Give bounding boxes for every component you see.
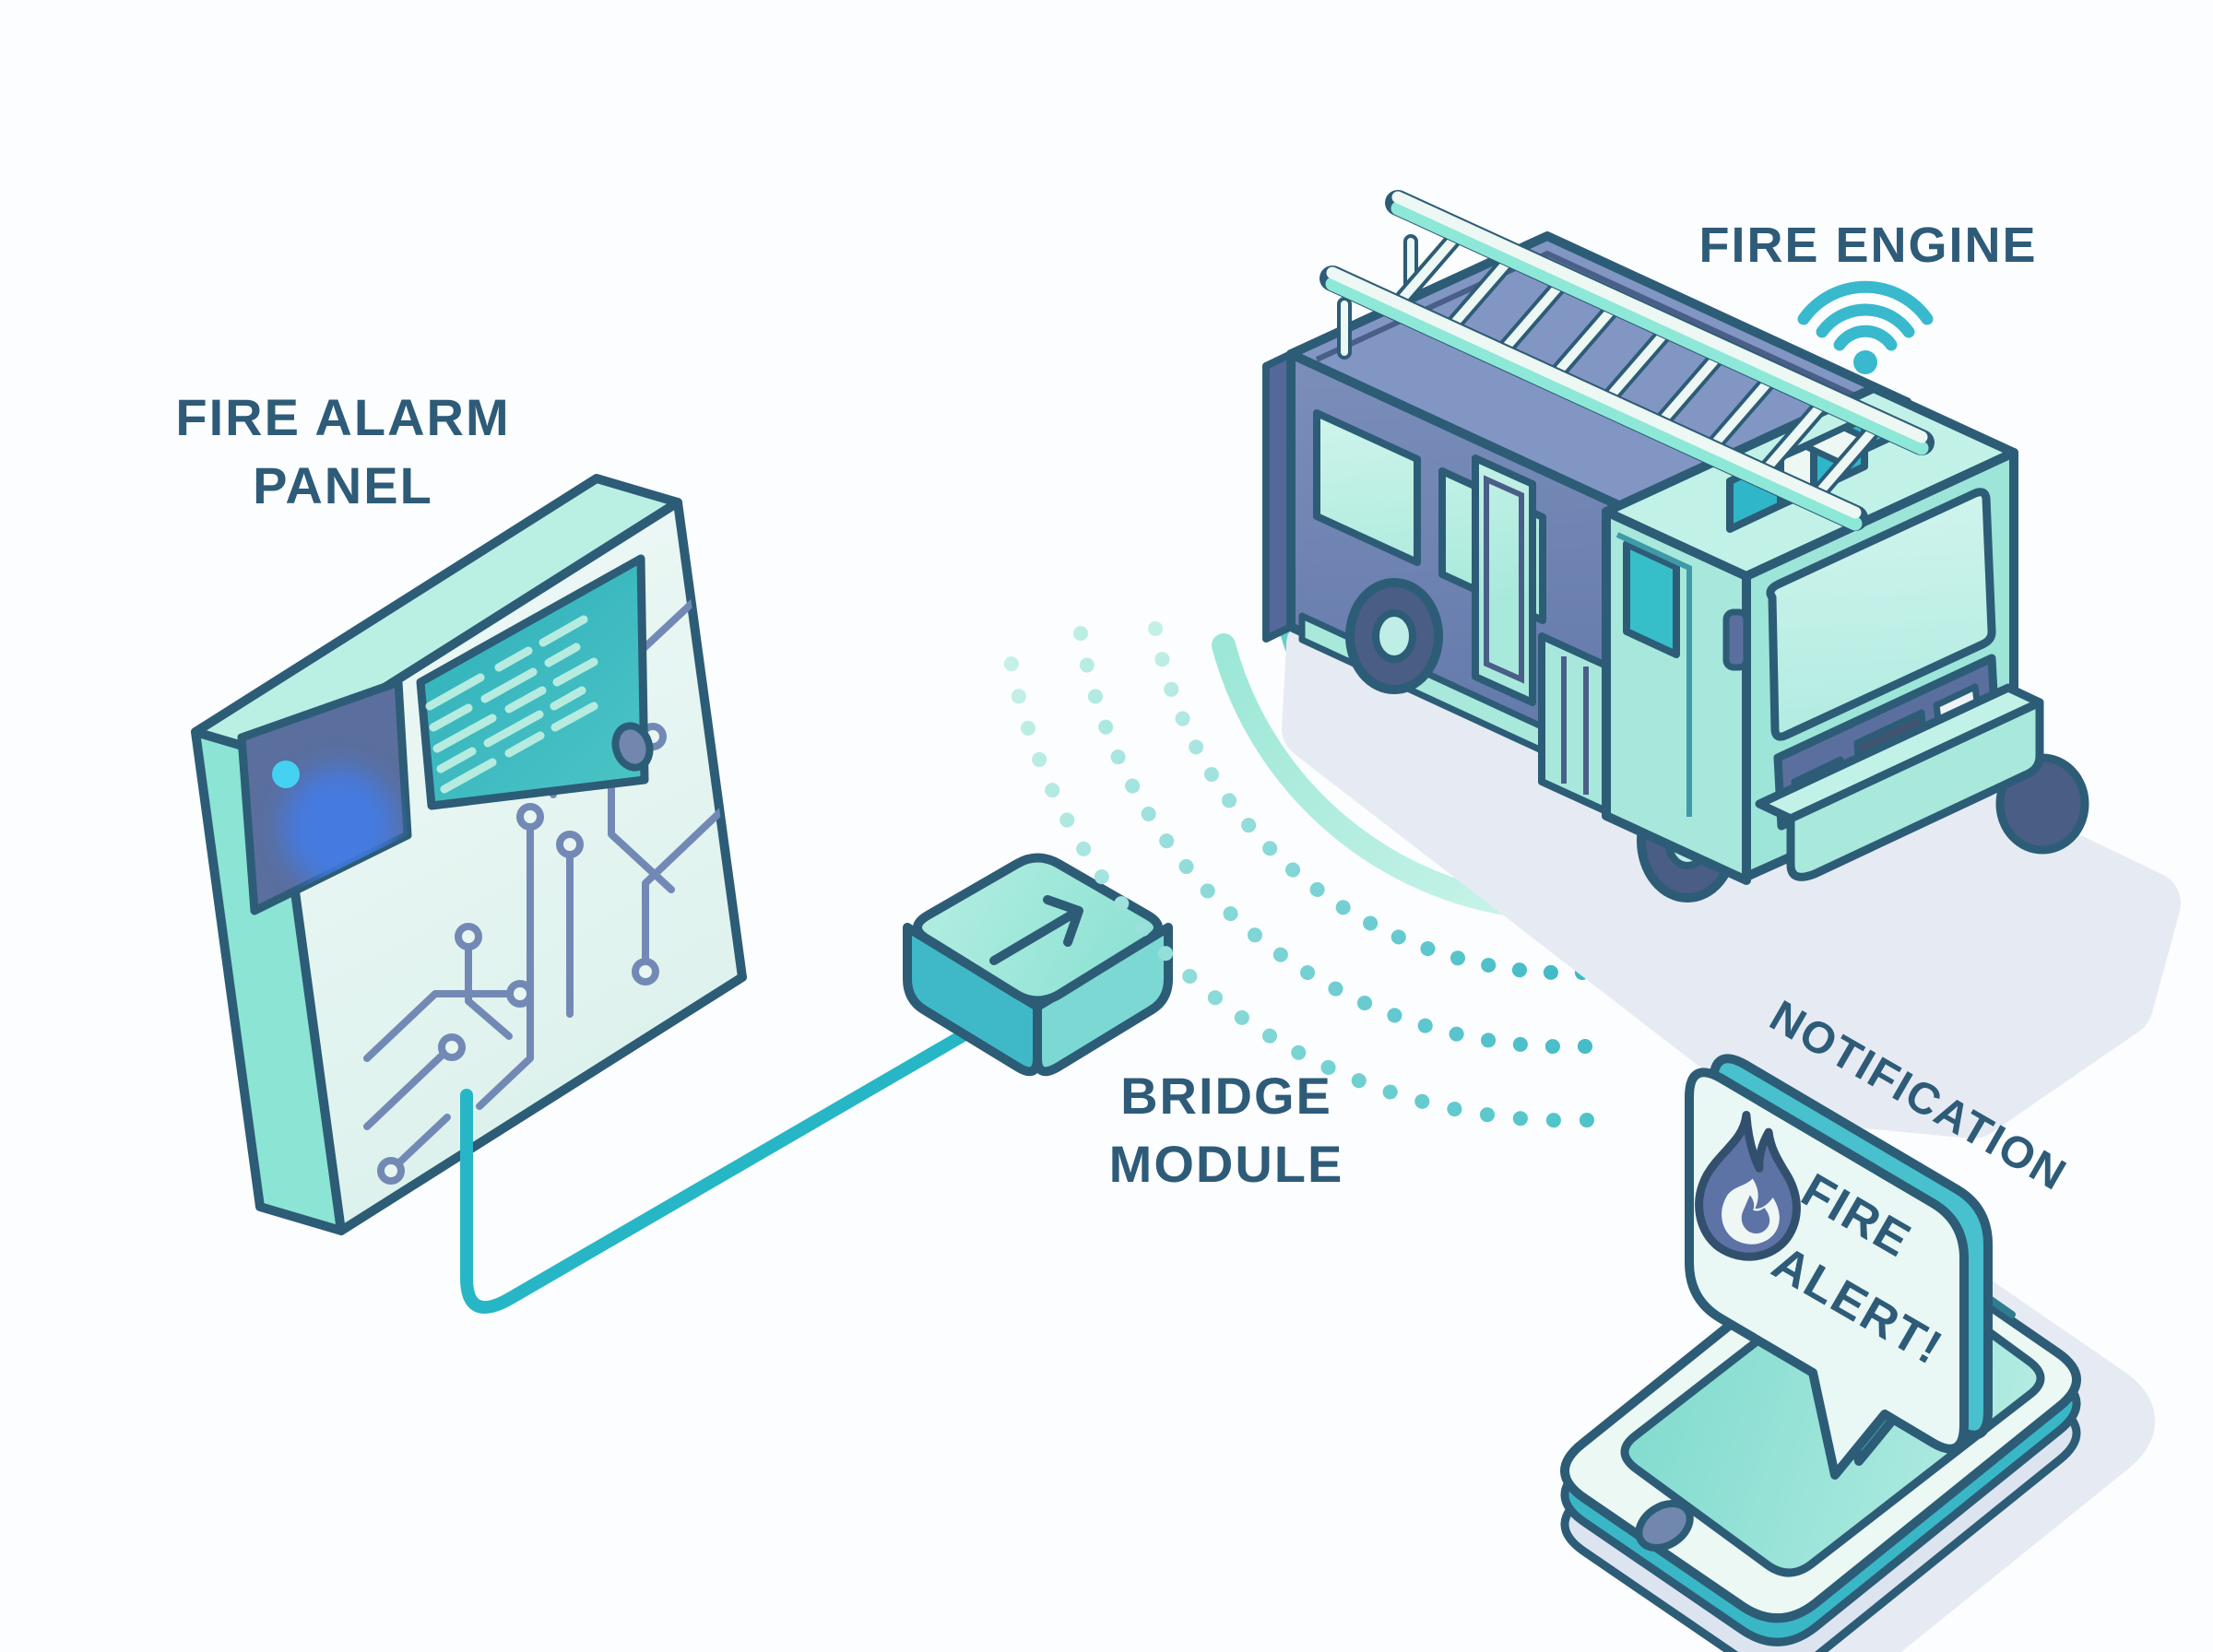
fire-alarm-panel-illustration bbox=[191, 474, 747, 1235]
phone-home-button bbox=[1635, 1499, 1694, 1552]
cab-mirror bbox=[1722, 608, 1750, 671]
bridge-module-label-line1: BRIDGE bbox=[1120, 1067, 1332, 1125]
panel-to-module-wire bbox=[460, 1030, 968, 1314]
module-right-face bbox=[1033, 923, 1173, 1077]
panel-button bbox=[611, 722, 654, 772]
truck-body-top-inset bbox=[1315, 250, 1883, 410]
signal-solid-arc-outer bbox=[1212, 633, 1536, 918]
module-top-face bbox=[913, 853, 1163, 1006]
cab-bumper bbox=[1786, 698, 2044, 881]
roof-ladder bbox=[1320, 190, 1935, 531]
signal-dotted-arc-outer bbox=[999, 625, 1594, 1128]
bridge-module-illustration bbox=[903, 853, 1173, 1077]
wifi-icon bbox=[1797, 280, 1934, 374]
flame-icon bbox=[1695, 1110, 1801, 1261]
notification-phone-illustration: FIRE ALERT! bbox=[1560, 1054, 2155, 1652]
truck-equipment-panel bbox=[1538, 632, 1610, 815]
fire-alarm-panel-label-line1: FIRE ALARM bbox=[175, 388, 510, 446]
cab-windshield bbox=[1766, 488, 1996, 741]
arrow-up-right-icon bbox=[989, 895, 1083, 965]
fire-engine-illustration bbox=[1262, 190, 2181, 1139]
bridge-module-label-line2: MODULE bbox=[1109, 1135, 1344, 1193]
panel-display-text-lines bbox=[425, 615, 598, 794]
fire-engine-label: FIRE ENGINE bbox=[1698, 218, 2037, 273]
panel-display bbox=[416, 554, 649, 810]
cab-door-line bbox=[1615, 532, 1692, 817]
label-fire-alarm-panel: FIRE ALARM PANEL bbox=[175, 388, 510, 514]
truck-rear-wheel bbox=[1345, 578, 1443, 694]
signal-dotted-arc-middle bbox=[1071, 614, 1592, 1055]
truck-side-door bbox=[1472, 454, 1536, 706]
cab-door-window bbox=[1623, 540, 1680, 658]
fire-alarm-panel-label-line2: PANEL bbox=[253, 456, 433, 514]
signal-dotted-arc-inner bbox=[1145, 604, 1590, 981]
truck-side-window-1 bbox=[1313, 409, 1421, 566]
truck-equipment-stripes bbox=[1561, 656, 1589, 795]
truck-side-door-frame bbox=[1484, 475, 1524, 684]
label-bridge-module: BRIDGE MODULE bbox=[1109, 1067, 1344, 1193]
